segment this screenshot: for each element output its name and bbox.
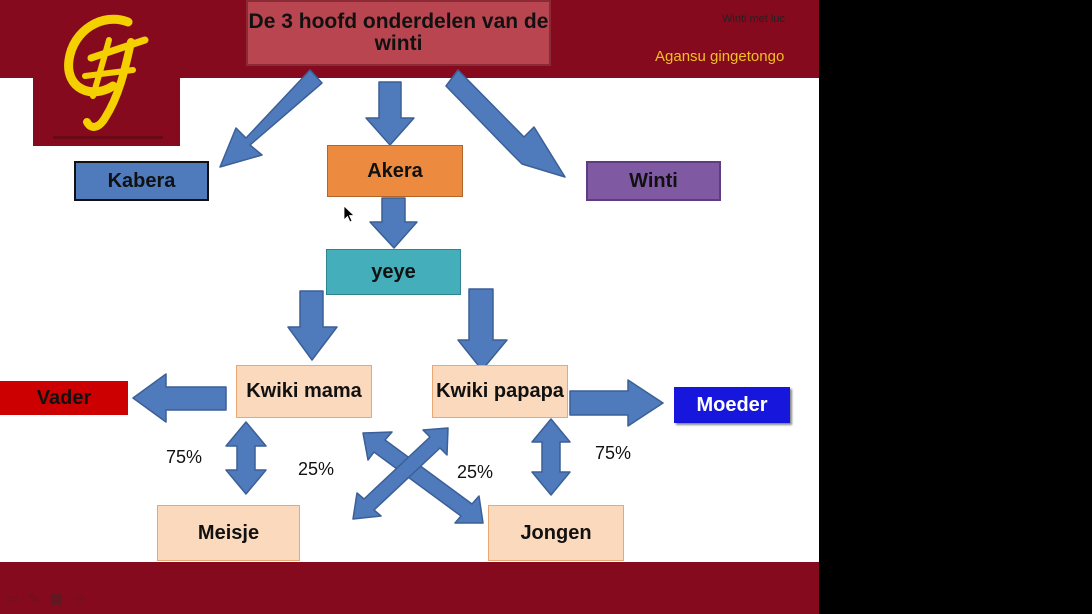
arrow-yeye-kwikipapapa [457,288,508,371]
node-meisje: Meisje [157,505,300,561]
arrows-layer [132,69,664,524]
node-kabera: Kabera [74,161,209,201]
slides-icon[interactable]: ▦ [49,590,63,606]
pct-left-cross: 25% [298,459,335,479]
arrow-yeye-kwikimama [287,290,338,361]
arrow-akera-yeye [369,197,418,249]
diagram-title: De 3 hoofd onderdelen van de winti [246,0,551,66]
node-moeder: Moeder [674,387,790,423]
slide: De 3 hoofd onderdelen van de winti Winti… [0,0,819,614]
corner-subtitle: Agansu gingetongo [655,48,785,65]
pct-right-cross: 25% [457,462,494,482]
logo-monogram-icon [33,0,180,146]
arrow-title-winti [445,69,566,178]
node-vader: Vader [0,381,128,415]
forward-icon[interactable]: ⇨ [72,590,85,606]
slideshow-toolbar: ⇦ ✎ ▦ ⇨ [6,590,84,607]
pct-right-vertical: 75% [595,443,632,463]
mouse-pointer-icon [344,206,356,223]
node-yeye: yeye [326,249,461,295]
back-icon[interactable]: ⇦ [6,590,18,606]
node-akera: Akera [327,145,463,197]
corner-caption: Winti met luc [722,13,785,25]
arrow-cross-papapa-meisje [352,427,449,520]
pct-left-vertical: 75% [166,447,203,467]
pen-icon[interactable]: ✎ [27,590,40,606]
arrow-cross-mama-jongen [362,431,484,524]
arrow-kwikimama-vader [132,373,227,423]
node-kwiki-mama: Kwiki mama [236,365,372,418]
bottom-band [0,562,819,614]
arrow-title-akera [365,81,415,146]
arrow-kwikipapapa-jongen [531,418,571,496]
node-jongen: Jongen [488,505,624,561]
node-winti: Winti [586,161,721,201]
arrow-title-kabera [219,69,323,168]
node-kwiki-papapa: Kwiki papapa [432,365,568,418]
arrow-kwikimama-meisje [225,421,267,495]
arrow-kwikipapapa-moeder [569,379,664,427]
